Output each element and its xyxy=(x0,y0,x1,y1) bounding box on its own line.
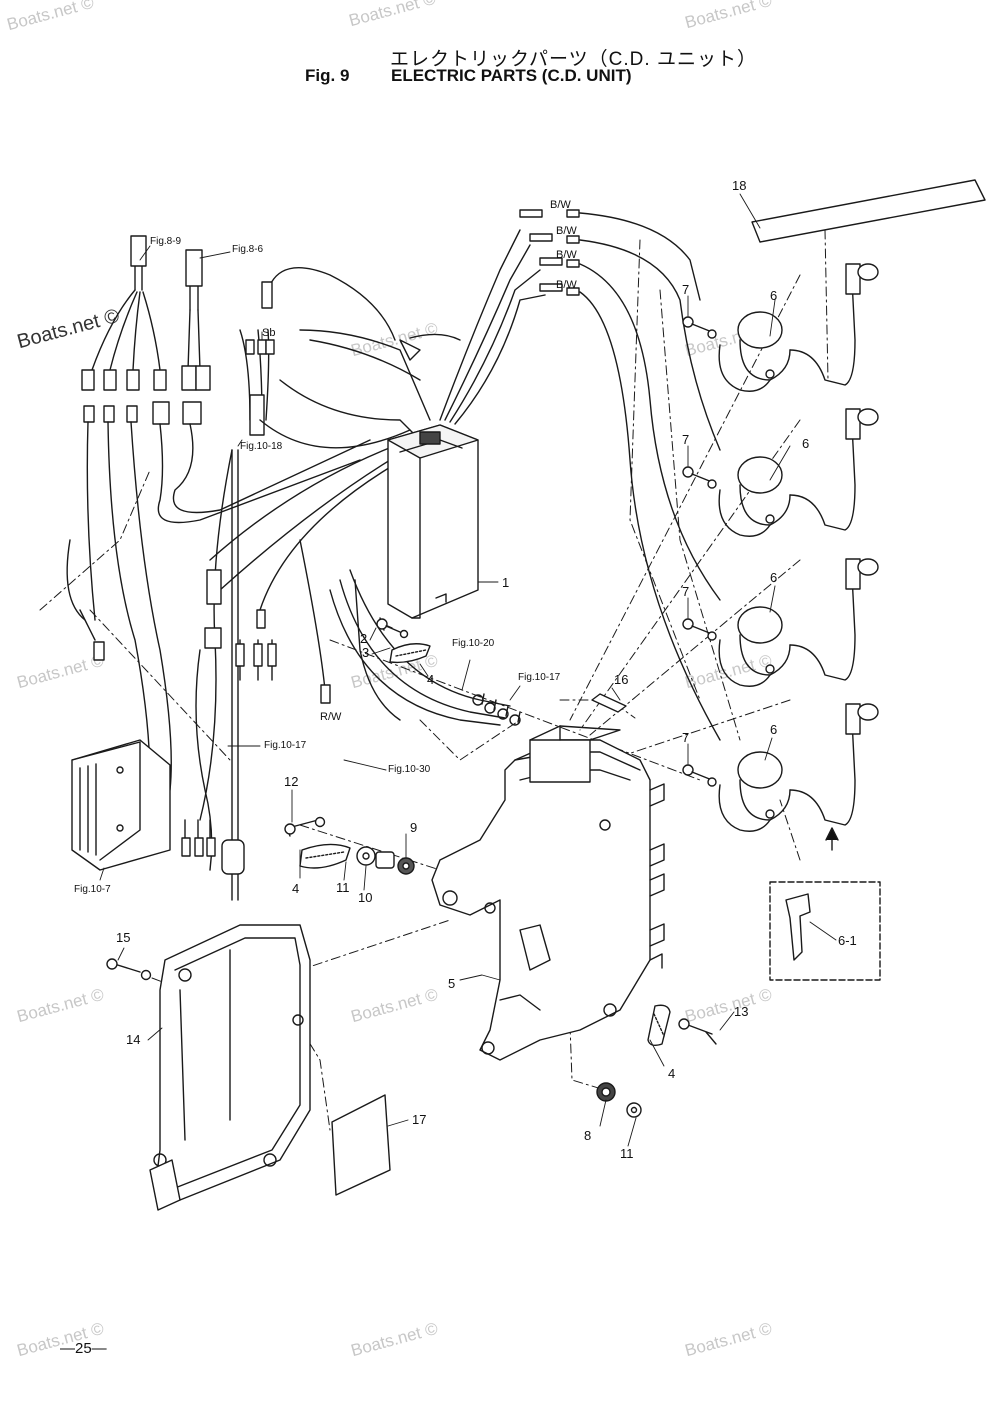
callout-7: 7 xyxy=(682,282,689,297)
wire-color-codes: B/W B/W B/W B/W Sb R/W xyxy=(262,199,577,723)
wire-color-bw: B/W xyxy=(556,225,577,237)
ignition-coils xyxy=(682,263,879,832)
ref-fig-10-17: Fig.10-17 xyxy=(264,740,307,751)
callout-6: 6 xyxy=(770,722,777,737)
callout-7: 7 xyxy=(682,584,689,599)
callout-11: 11 xyxy=(336,880,350,895)
callout-6: 6 xyxy=(770,288,777,303)
callout-5: 5 xyxy=(448,976,455,991)
callout-6: 6 xyxy=(770,570,777,585)
callout-1: 1 xyxy=(502,575,509,590)
callout-18: 18 xyxy=(732,178,746,193)
wire-color-bw: B/W xyxy=(556,249,577,261)
callout-16: 16 xyxy=(614,672,628,687)
callout-12: 12 xyxy=(284,774,298,789)
callout-15: 15 xyxy=(116,930,130,945)
ref-fig-10-17: Fig.10-17 xyxy=(518,672,561,683)
title-english: Fig. 9 ELECTRIC PARTS (C.D. UNIT) xyxy=(305,66,632,86)
ref-fig-10-30: Fig.10-30 xyxy=(388,764,431,775)
mounting-bracket xyxy=(431,725,665,1061)
regulator-block xyxy=(71,739,171,871)
callout-8: 8 xyxy=(584,1128,591,1143)
callout-3: 3 xyxy=(362,645,369,660)
callout-4: 4 xyxy=(427,672,434,687)
callout-17: 17 xyxy=(412,1112,426,1127)
figure-number: Fig. 9 xyxy=(305,66,350,85)
callout-2: 2 xyxy=(360,631,367,646)
ref-fig-10-7: Fig.10-7 xyxy=(74,884,111,895)
cd-unit xyxy=(387,424,479,619)
callout-7: 7 xyxy=(682,730,689,745)
hardware-parts xyxy=(106,617,717,1118)
wiring-harness xyxy=(66,209,721,901)
figure-title: ELECTRIC PARTS (C.D. UNIT) xyxy=(391,66,632,85)
callout-4: 4 xyxy=(292,881,299,896)
wire-color-bw: B/W xyxy=(556,279,577,291)
callout-6-1: 6-1 xyxy=(838,933,857,948)
callout-4: 4 xyxy=(668,1066,675,1081)
ref-fig-10-20: Fig.10-20 xyxy=(452,638,495,649)
wire-color-rw: R/W xyxy=(320,711,342,723)
callout-14: 14 xyxy=(126,1032,140,1047)
figure-references: Fig.8-9 Fig.8-6 Fig.10-18 Fig.10-20 Fig.… xyxy=(74,236,561,895)
wire-color-bw: B/W xyxy=(550,199,571,211)
ref-fig-8-6: Fig.8-6 xyxy=(232,244,264,255)
title-japanese: エレクトリックパーツ（C.D. ユニット） xyxy=(390,49,757,70)
callout-leaders xyxy=(99,193,837,1147)
part-callouts: 1 2 3 4 4 4 5 6 6 6 6 6-1 7 7 7 7 8 9 10… xyxy=(116,178,857,1161)
callout-7: 7 xyxy=(682,432,689,447)
label-plates xyxy=(331,179,986,1196)
page-number: —25— xyxy=(60,1340,107,1357)
ref-fig-10-18: Fig.10-18 xyxy=(240,441,283,452)
callout-13: 13 xyxy=(734,1004,748,1019)
callout-10: 10 xyxy=(358,890,372,905)
cover-plate xyxy=(149,924,311,1211)
callout-11: 11 xyxy=(620,1146,634,1161)
wire-color-sb: Sb xyxy=(262,327,275,339)
ref-fig-8-9: Fig.8-9 xyxy=(150,236,182,247)
callout-9: 9 xyxy=(410,820,417,835)
callout-6: 6 xyxy=(802,436,809,451)
